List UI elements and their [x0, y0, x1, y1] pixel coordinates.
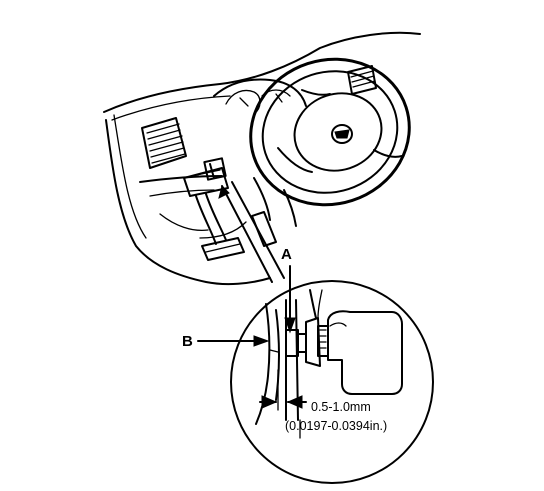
dashboard-illustration: [103, 31, 421, 286]
accelerator-pedal: [251, 211, 277, 247]
label-b: B: [182, 333, 193, 350]
callout-b: B: [182, 333, 270, 350]
clearance-metric: 0.5-1.0mm: [311, 400, 371, 414]
pedal-assembly: [183, 157, 245, 261]
air-vent-right: [347, 65, 377, 95]
steering-wheel: [249, 57, 411, 207]
detail-inset: [230, 280, 434, 484]
leader-lines: [218, 181, 285, 283]
air-vent: [141, 117, 187, 169]
callout-a: A: [281, 246, 296, 334]
label-a: A: [281, 246, 292, 263]
clearance-imperial: (0.0197-0.0394in.): [285, 419, 387, 433]
